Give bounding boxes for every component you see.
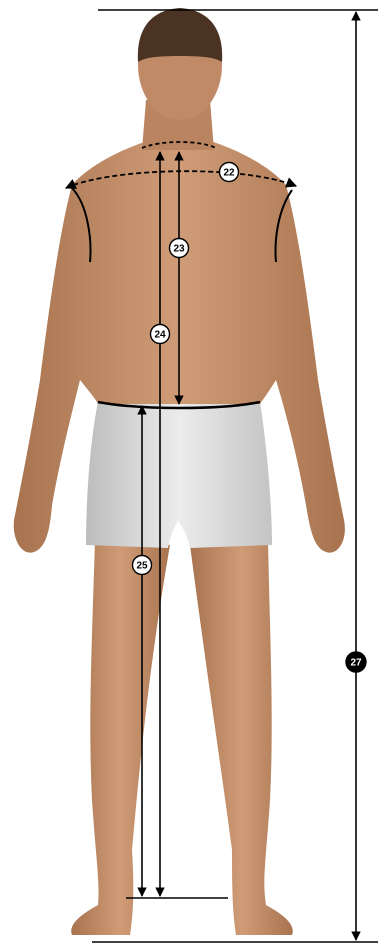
badge-25: 25 (133, 556, 152, 575)
badge-22-label: 22 (223, 168, 235, 179)
shorts (86, 402, 272, 548)
badge-22: 22 (220, 163, 239, 182)
left-leg (71, 540, 170, 935)
badge-24: 24 (151, 325, 170, 344)
hair (138, 8, 222, 62)
badge-24-label: 24 (154, 330, 166, 341)
badge-27: 27 (346, 652, 366, 672)
badge-23: 23 (170, 239, 189, 258)
badge-25-label: 25 (136, 561, 148, 572)
badge-23-label: 23 (173, 244, 185, 255)
badge-27-label: 27 (350, 658, 362, 669)
right-leg (190, 540, 293, 935)
human-figure-back-view (14, 8, 345, 935)
